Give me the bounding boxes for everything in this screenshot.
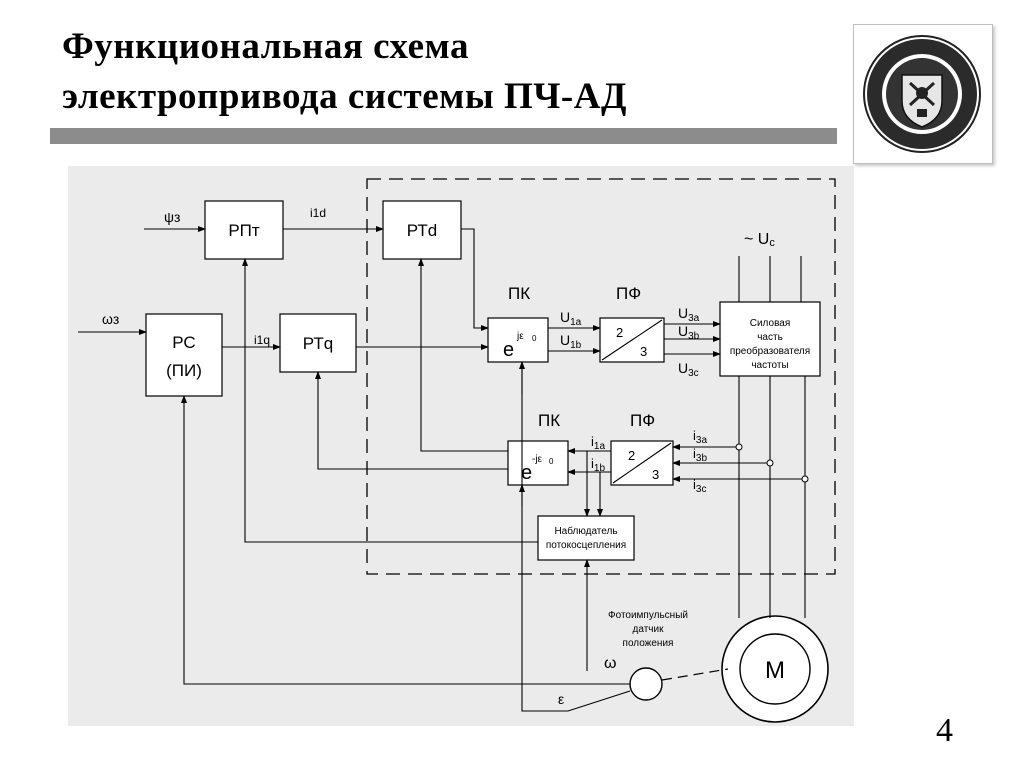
u3c-label: U3c	[678, 360, 699, 379]
position-sensor	[629, 667, 663, 701]
i1a-label: i1a	[591, 434, 605, 452]
title-line-1: Функциональная схема	[62, 26, 469, 67]
diagram-canvas: РПт РТd РС (ПИ) РТq 2 3 2 3 e jε 0 e -jε…	[78, 178, 836, 723]
psi-z-label: ψз	[164, 209, 180, 225]
u1a-label: U1a	[560, 309, 582, 328]
power-label-4: частоты	[751, 360, 788, 371]
i1b-label: i1b	[591, 456, 605, 474]
sensor-label-3: положения	[623, 638, 674, 649]
rs-label-1: РС	[172, 333, 195, 352]
motor-shaft	[661, 668, 729, 681]
block-flux-observer	[537, 515, 635, 561]
converter-boundary	[366, 178, 836, 575]
pf-bottom-3: 3	[652, 467, 659, 482]
flux-feedback-line	[242, 258, 538, 543]
observer-label-2: потокосцепления	[546, 540, 626, 551]
pf-bottom-label: ПФ	[630, 411, 655, 430]
rs-label-2: (ПИ)	[166, 361, 202, 380]
rtq-label: РТq	[303, 334, 333, 353]
id-feedback-line	[418, 258, 508, 452]
pk-bottom-base: e	[521, 462, 532, 484]
pk-bottom-label: ПК	[538, 411, 560, 430]
epsilon-label: ε	[558, 691, 564, 707]
u3a-label: U3a	[678, 305, 700, 324]
slide-title: Функциональная схема электропривода сист…	[62, 22, 822, 122]
supply-voltage-label: ~ Uc	[744, 231, 775, 249]
title-underline-bar	[50, 128, 837, 144]
block-rpt	[204, 200, 284, 260]
i3a-label: i3a	[693, 428, 707, 446]
omega-label: ω	[604, 655, 617, 672]
title-line-2: электропривода системы ПЧ-АД	[62, 76, 627, 117]
omega-z-label: ωз	[102, 311, 119, 327]
i3b-label: i3b	[693, 446, 707, 464]
i1q-label: i1q	[254, 333, 270, 347]
block-pk-top	[487, 317, 549, 363]
pf-top-2: 2	[616, 325, 623, 340]
pf-top-label: ПФ	[616, 284, 641, 303]
i1d-label: i1d	[310, 206, 326, 220]
power-label-1: Силовая	[750, 318, 791, 329]
functional-diagram: РПт РТd РС (ПИ) РТq 2 3 2 3 e jε 0 e -jε…	[68, 166, 854, 726]
motor-label: М	[765, 657, 785, 684]
rtd-label: РТd	[407, 221, 437, 240]
pk-bottom-exponent-sub: 0	[549, 457, 554, 466]
sensor-label-1: Фотоимпульсный	[608, 610, 688, 621]
pf-top-diagonal	[601, 319, 663, 361]
speed-feedback-line	[181, 395, 630, 685]
pf-top-3: 3	[640, 344, 647, 359]
pk-bottom-exponent: -jε	[532, 454, 543, 465]
pf-bottom-2: 2	[628, 448, 635, 463]
u1b-label: U1b	[560, 332, 582, 351]
pk-top-label: ПК	[508, 284, 530, 303]
sensor-label-2: датчик	[633, 624, 665, 635]
university-logo	[853, 24, 993, 164]
university-emblem-icon	[863, 35, 981, 153]
pk-top-base: e	[503, 339, 514, 361]
block-pk-bottom	[507, 440, 569, 486]
i3c-label: i3c	[693, 477, 706, 495]
pk-top-exponent: jε	[516, 331, 524, 342]
motor-inner	[739, 633, 811, 705]
power-label-3: преобразователя	[730, 345, 810, 357]
page-number: 4	[936, 712, 953, 749]
rtd-to-pk-line	[461, 228, 489, 331]
pk-top-exponent-sub: 0	[532, 334, 537, 343]
iq-feedback-line	[315, 371, 508, 470]
pf-bottom-diagonal	[612, 442, 672, 484]
u3b-label: U3b	[678, 323, 700, 342]
observer-label-1: Наблюдатель	[554, 525, 617, 537]
rpt-label: РПт	[228, 221, 260, 240]
power-label-2: часть	[757, 332, 783, 343]
block-rs	[145, 313, 223, 397]
